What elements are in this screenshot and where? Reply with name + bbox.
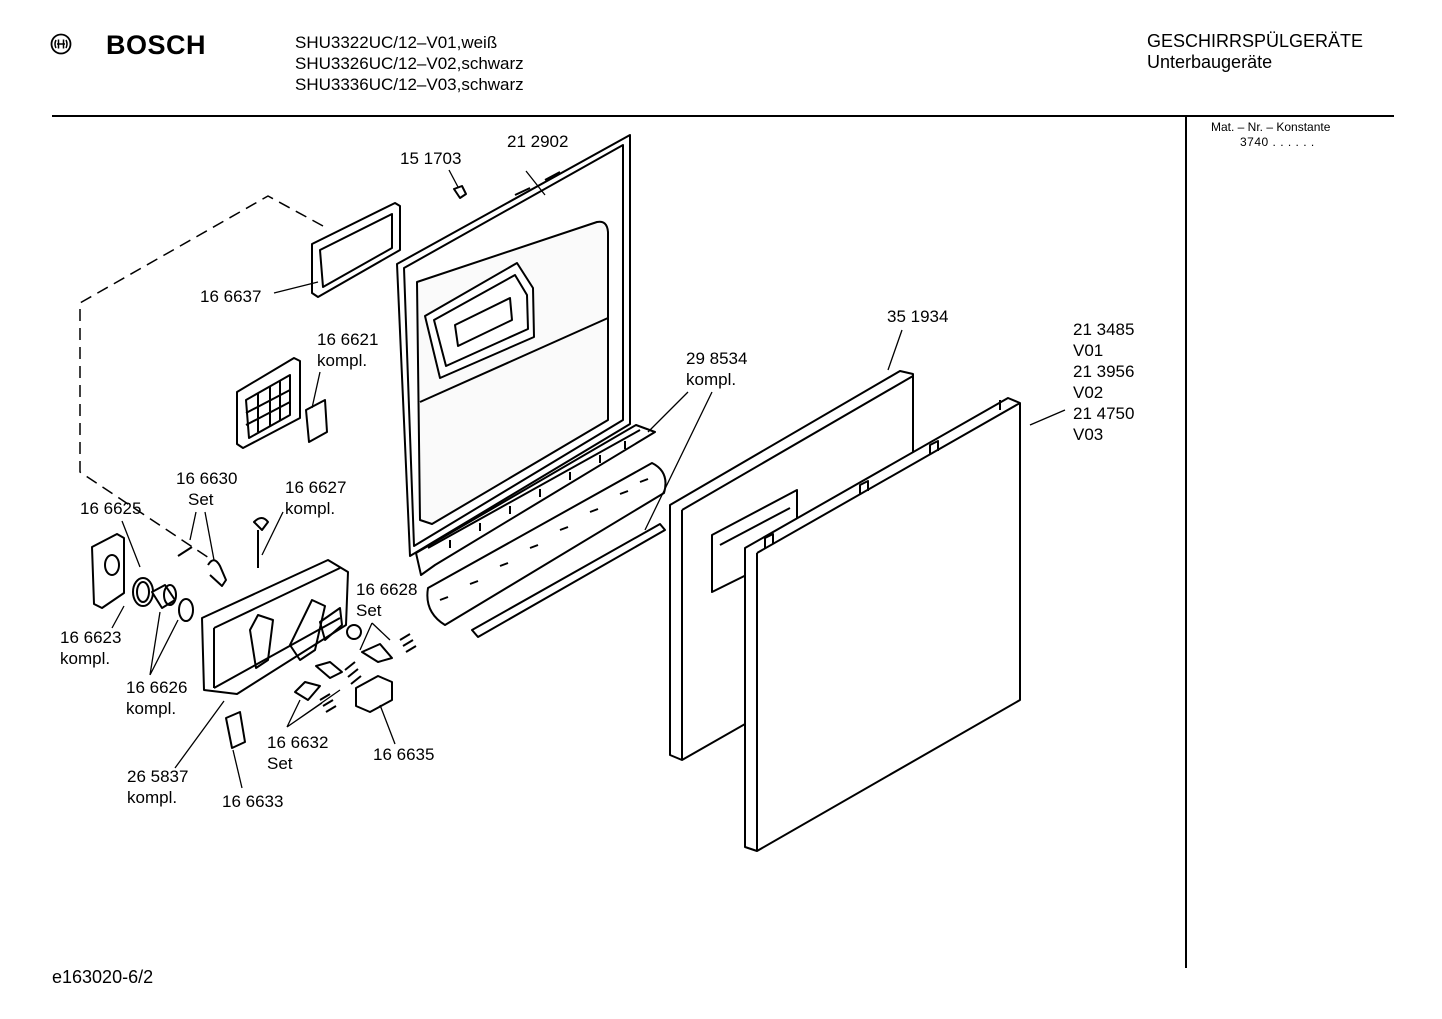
- model-line: SHU3326UC/12–V02,schwarz: [295, 54, 524, 73]
- part-number: 21 4750: [1073, 404, 1135, 423]
- part-label: 21 2902: [507, 131, 568, 152]
- spring-2: [344, 661, 362, 685]
- part-number: 16 6630: [176, 469, 238, 488]
- category-title: GESCHIRRSPÜLGERÄTE: [1147, 31, 1364, 51]
- part-suffix: kompl.: [127, 788, 178, 807]
- part-label: 26 5837 kompl.: [127, 766, 188, 808]
- part-number: 16 6632: [267, 733, 329, 752]
- material-number-box: Mat. – Nr. – Konstante 3740 . . . . . .: [1211, 120, 1330, 150]
- part-label: 16 6632 Set: [267, 732, 328, 774]
- part-number: 35 1934: [887, 307, 949, 326]
- part-label: 21 3485 V01 21 3956 V02 21 4750 V03: [1073, 319, 1134, 445]
- part-label: 16 6628 Set: [356, 579, 417, 621]
- o-ring: [178, 598, 194, 622]
- part-label: 16 6623 kompl.: [60, 627, 121, 669]
- part-suffix: kompl.: [285, 499, 336, 518]
- model-line: SHU3336UC/12–V03,schwarz: [295, 75, 524, 94]
- part-label: 16 6630 Set: [176, 468, 237, 510]
- part-label: 16 6633: [222, 791, 283, 812]
- vent-filter: [236, 357, 328, 449]
- screw-part: [453, 185, 467, 199]
- part-variant: V01: [1073, 341, 1104, 360]
- part-number: 15 1703: [400, 149, 462, 168]
- leader-lines: [111, 169, 1066, 789]
- part-suffix: kompl.: [60, 649, 111, 668]
- lever: [361, 643, 393, 663]
- bosch-logo-icon: [50, 33, 72, 55]
- inner-door-panel: [396, 134, 631, 557]
- seal-ring-inner: [136, 581, 150, 603]
- part-number: 16 6633: [222, 792, 284, 811]
- drawing-id: e163020-6/2: [52, 967, 154, 987]
- brand-name: BOSCH: [106, 30, 207, 60]
- assembly-dashed-outline: [79, 195, 324, 561]
- part-label: 16 6635: [373, 744, 434, 765]
- model-line: SHU3322UC/12–V01,weiß: [295, 33, 498, 52]
- part-number: 16 6635: [373, 745, 435, 764]
- lever-2: [294, 681, 321, 701]
- header-divider: [52, 115, 1394, 117]
- spring-3: [319, 693, 337, 713]
- part-variant: V03: [1073, 425, 1104, 444]
- spring-clip: [207, 559, 227, 587]
- category: GESCHIRRSPÜLGERÄTE Unterbaugeräte: [1147, 31, 1363, 73]
- part-variant: V02: [1073, 383, 1104, 402]
- mat-label: Mat. – Nr. – Konstante: [1211, 120, 1331, 134]
- clip-part: [225, 711, 246, 749]
- hinge-rail: [415, 424, 667, 638]
- side-divider: [1185, 116, 1187, 968]
- part-number: 16 6623: [60, 628, 122, 647]
- vent-frame: [311, 202, 401, 298]
- part-label: 16 6626 kompl.: [126, 677, 187, 719]
- part-suffix: Set: [356, 601, 382, 620]
- small-screw: [177, 546, 193, 557]
- outer-panel: [744, 397, 1021, 852]
- part-number: 26 5837: [127, 767, 189, 786]
- part-suffix: kompl.: [686, 370, 737, 389]
- part-number: 16 6637: [200, 287, 262, 306]
- ball: [346, 624, 362, 640]
- spring: [399, 633, 417, 653]
- part-number: 29 8534: [686, 349, 748, 368]
- part-label: 29 8534 kompl.: [686, 348, 747, 390]
- part-number: 16 6625: [80, 499, 142, 518]
- lever-3: [315, 661, 343, 679]
- part-label: 16 6637: [200, 286, 261, 307]
- part-suffix: kompl.: [317, 351, 368, 370]
- part-label: 16 6627 kompl.: [285, 477, 346, 519]
- part-number: 21 2902: [507, 132, 569, 151]
- part-suffix: kompl.: [126, 699, 177, 718]
- knob-cap: [163, 584, 177, 606]
- part-number: 21 3956: [1073, 362, 1135, 381]
- part-number: 16 6628: [356, 580, 418, 599]
- part-suffix: Set: [267, 754, 293, 773]
- model-list: SHU3322UC/12–V01,weiß SHU3326UC/12–V02,s…: [295, 32, 524, 95]
- control-housing: [201, 559, 349, 695]
- control-knob-housing: [91, 533, 125, 609]
- category-subtitle: Unterbaugeräte: [1147, 52, 1273, 72]
- part-label: 16 6625: [80, 498, 141, 519]
- part-number: 16 6621: [317, 330, 379, 349]
- part-number: 21 3485: [1073, 320, 1135, 339]
- mat-value: 3740 . . . . . .: [1240, 135, 1315, 149]
- part-label: 15 1703: [400, 148, 461, 169]
- part-label: 16 6621 kompl.: [317, 329, 378, 371]
- part-number: 16 6626: [126, 678, 188, 697]
- plunger: [253, 517, 269, 568]
- part-label: 35 1934: [887, 306, 948, 327]
- part-number: 16 6627: [285, 478, 347, 497]
- part-suffix: Set: [188, 490, 214, 509]
- switch-block: [355, 675, 393, 713]
